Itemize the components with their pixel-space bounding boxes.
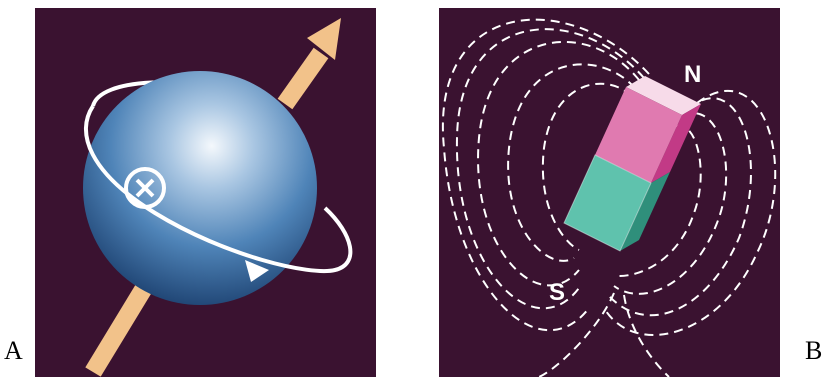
magnet-panel: N S bbox=[439, 8, 780, 377]
magnet-illustration: N S bbox=[439, 8, 780, 377]
panel-a-label: A bbox=[4, 338, 23, 364]
north-label: N bbox=[684, 61, 701, 88]
spin-panel bbox=[35, 8, 376, 377]
south-label: S bbox=[549, 279, 565, 306]
spin-illustration bbox=[35, 8, 376, 377]
panel-b-label: B bbox=[805, 338, 822, 364]
